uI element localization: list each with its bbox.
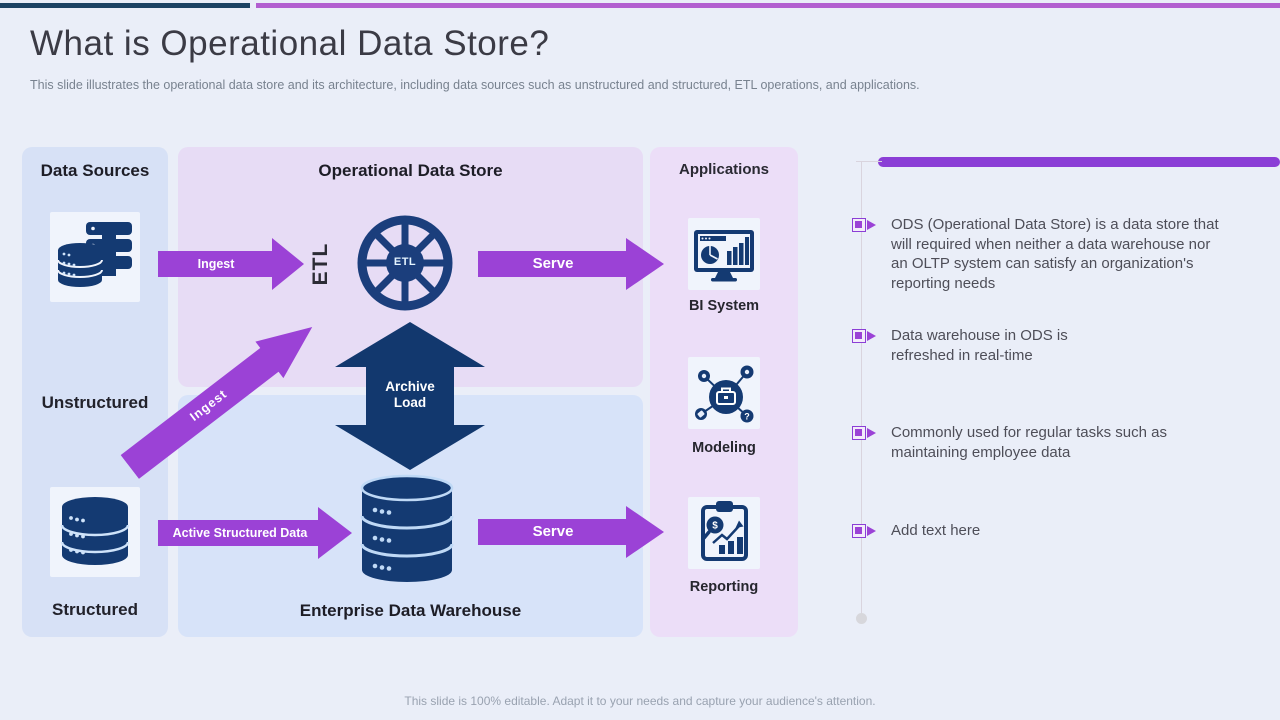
structured-database-icon xyxy=(60,497,130,565)
bullet-marker-icon xyxy=(852,218,878,233)
bullet-text: Add text here xyxy=(891,522,981,539)
bullet-marker-icon xyxy=(852,426,878,441)
serve-bottom-arrow-label: Serve xyxy=(532,523,574,540)
timeline-line xyxy=(861,161,862,618)
footer-note: This slide is 100% editable. Adapt it to… xyxy=(404,694,876,708)
topbar-navy-segment xyxy=(0,3,250,8)
bi-monitor-icon xyxy=(694,230,754,282)
ingest-diagonal-arrow: Ingest xyxy=(116,309,326,486)
timeline-connector xyxy=(856,161,882,162)
data-sources-panel: Data Sources Unstructured xyxy=(22,147,168,637)
bi-system-label: BI System xyxy=(688,298,760,314)
timeline-end-dot xyxy=(856,613,867,624)
svg-text:$: $ xyxy=(712,521,718,532)
structured-label: Structured xyxy=(52,600,138,619)
reporting-label: Reporting xyxy=(689,579,759,595)
applications-panel: Applications BI System ? xyxy=(650,147,798,637)
edw-title: Enterprise Data Warehouse xyxy=(299,601,522,620)
bullet-text: Data warehouse in ODS is refreshed in re… xyxy=(891,327,1068,364)
active-structured-data-arrow xyxy=(158,507,352,559)
modeling-icon-box: ? xyxy=(688,357,760,429)
reporting-clipboard-icon: $ xyxy=(701,501,748,561)
etl-rotated-label: ETL xyxy=(309,242,332,286)
structured-icon-box xyxy=(50,487,140,577)
applications-title: Applications xyxy=(678,161,769,178)
data-sources-title: Data Sources xyxy=(40,161,150,180)
bullet-text: ODS (Operational Data Store) is a data s… xyxy=(891,216,1219,292)
archive-load-label: Archive Load xyxy=(385,379,435,410)
bullet-item: Data warehouse in ODS is refreshed in re… xyxy=(852,326,1280,365)
bi-system-icon-box xyxy=(688,218,760,290)
serve-top-arrow-label: Serve xyxy=(532,255,574,272)
page-title: What is Operational Data Store? xyxy=(30,24,550,63)
accent-line xyxy=(878,157,1280,167)
etl-wheel-icon xyxy=(357,215,453,311)
modeling-label: Modeling xyxy=(692,440,756,456)
reporting-icon-box: $ xyxy=(688,497,760,569)
page-subtitle: This slide illustrates the operational d… xyxy=(30,78,920,92)
ingest-arrow-label: Ingest xyxy=(197,257,235,271)
ingest-diagonal-arrow-shape xyxy=(120,326,313,479)
warehouse-database-icon xyxy=(360,474,454,582)
bullet-marker-icon xyxy=(852,329,878,344)
unstructured-data-icon xyxy=(57,222,132,287)
unstructured-icon-box xyxy=(50,212,140,302)
unstructured-label: Unstructured xyxy=(41,393,149,412)
bullet-item: Add text here xyxy=(852,521,1280,541)
bullet-marker-icon xyxy=(852,524,878,539)
topbar-purple-segment xyxy=(256,3,1280,8)
serve-top-arrow xyxy=(478,238,664,290)
bullet-item: Commonly used for regular tasks such as … xyxy=(852,423,1280,462)
ingest-arrow xyxy=(158,238,304,290)
modeling-network-icon: ? xyxy=(695,365,754,423)
bullet-item: ODS (Operational Data Store) is a data s… xyxy=(852,215,1280,293)
etl-wheel-label: ETL xyxy=(393,256,417,268)
archive-load-double-arrow xyxy=(335,322,485,470)
bullet-text: Commonly used for regular tasks such as … xyxy=(891,424,1167,461)
active-structured-data-label: Active Structured Data xyxy=(172,526,308,540)
ods-title: Operational Data Store xyxy=(318,161,503,180)
svg-text:?: ? xyxy=(744,412,750,422)
serve-bottom-arrow xyxy=(478,506,664,558)
